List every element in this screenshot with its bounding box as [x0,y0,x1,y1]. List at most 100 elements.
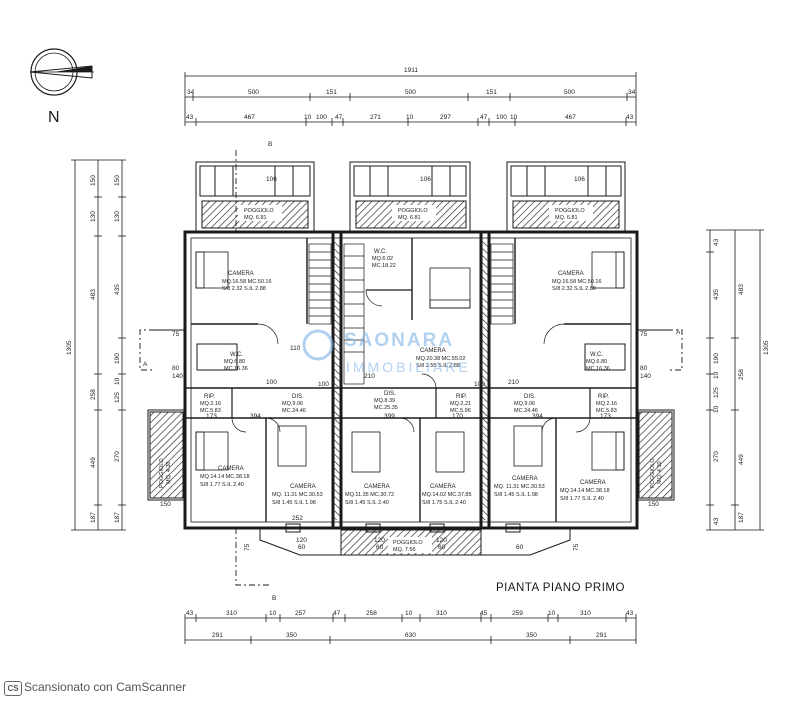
terrace-area: MQ. 6.81 [555,215,578,221]
dim-left-inner: 150 130 483 258 449 187 [90,175,97,523]
dim-label: 34 [187,89,195,96]
dim-label: 190 [713,353,720,364]
dim-left-total: 1305 [66,340,73,355]
terrace-name: POGGIOLO [650,458,656,488]
dim-label: 140 [640,373,651,380]
dim-label: 310 [580,610,591,617]
room-name: W.C. [230,352,243,358]
dim-label: 106 [420,176,431,183]
terrace-name: POGGIOLO [244,208,274,214]
room-area: MQ.2.21 [450,401,471,407]
room-name: CAMERA [420,348,446,354]
room-height: MC.16.36 [224,366,248,372]
dim-label: 151 [326,89,337,96]
dim-label: 100 [316,114,327,121]
dim-label: 210 [508,379,519,386]
dim-label: 500 [248,89,259,96]
dim-label: 75 [244,543,251,551]
building-walls [183,230,639,530]
dim-label: 483 [90,289,97,300]
dim-label: 270 [114,451,121,462]
north-label: N [48,109,60,126]
terrace-name: POGGIOLO [555,208,585,214]
dim-label: 258 [90,389,97,400]
dim-label: 310 [226,610,237,617]
watermark-subtitle: IMMOBILIARE [346,359,471,375]
dim-label: 259 [512,610,523,617]
dim-label: 449 [738,454,745,465]
dim-label: 125 [713,387,720,398]
room-height: S/8 1.45 S.IL 1.98 [494,492,538,498]
dim-label: 291 [212,632,223,639]
room-name: CAMERA [430,484,456,490]
room-area: MQ.20.38 MC.55.02 [416,356,466,362]
room-name: RIP. [598,394,609,400]
section-mark: A [676,329,681,336]
dim-label: 467 [244,114,255,121]
dim-label: 120 [296,537,307,544]
dim-label: 106 [574,176,585,183]
room-height: S/8 1.77 S.IL 2.40 [200,482,244,488]
dim-label: 150 [648,501,659,508]
room-height: S/8 2.32 S.IL 2.88 [222,286,266,292]
bottom-dimension-lines [184,614,637,644]
dim-label: 170 [452,413,463,420]
room-area: MQ.14.14 MC.38.18 [200,474,250,480]
side-terrace-hatch [149,411,184,499]
room-height: S/8 1.45 S.IL 1.98 [272,500,316,506]
room-name: RIP. [456,394,467,400]
dim-label: 60 [376,544,384,551]
dim-label: 10 [114,377,121,385]
dim-label: 100 [318,381,329,388]
dim-label: 43 [713,517,720,525]
dim-label: 252 [292,515,303,522]
dim-bottom-row1: 43 310 10 257 47 258 10 310 45 259 10 31… [186,610,634,617]
terrace-name: POGGIOLO [398,208,428,214]
dim-top-row3: 43 467 10 100 47 271 10 297 47 100 10 46… [186,114,634,121]
dim-label: 45 [480,610,488,617]
terrace-area: MQ. 6.81 [398,215,421,221]
dim-label: 100 [474,381,485,388]
dim-label: 43 [186,114,194,121]
room-name: CAMERA [558,271,584,277]
dim-label: 394 [532,413,543,420]
bed-furniture [195,251,625,473]
dim-label: 47 [333,610,341,617]
dim-label: 43 [626,610,634,617]
dim-label: 10 [304,114,312,121]
section-mark: B [268,141,272,148]
dim-label: 258 [738,369,745,380]
dim-label: 150 [90,175,97,186]
wall-hatch [334,240,340,520]
watermark-title: SAONARA [344,330,454,351]
dim-label: 60 [298,544,306,551]
room-area: MQ. 11.31 MC.30.53 [272,492,323,498]
room-area: MQ.9.06 [282,401,303,407]
terrace-labels-top: POGGIOLO MQ. 6.81 POGGIOLO MQ. 6.81 POGG… [238,205,593,221]
side-terrace-hatch [638,411,673,499]
room-area: MQ.2.16 [596,401,617,407]
room-height: S/8 2.55 S.IL 2.88 [416,363,460,369]
room-name: W.C. [374,249,387,255]
top-dimension-lines [184,72,637,126]
terrace-area: MQ. 4.30 [657,461,663,484]
dim-right-inner: 483 258 449 187 [738,284,745,523]
dim-label: 500 [405,89,416,96]
scanner-caption: Scansionato con CamScanner [24,680,187,694]
dim-label: 10 [269,610,277,617]
room-height: S/8 1.45 S.IL 2.40 [345,500,389,506]
terrace-area: MQ. 7.56 [393,547,416,553]
room-name: CAMERA [580,480,606,486]
dim-label: 190 [114,353,121,364]
room-height: MC.24.46 [282,408,306,414]
plan-title: PIANTA PIANO PRIMO [496,582,625,594]
dim-label: 350 [526,632,537,639]
dim-label: 75 [640,331,648,338]
dim-label: 187 [114,512,121,523]
dim-label: 291 [596,632,607,639]
room-height: S/8 1.75 S.IL 2.40 [422,500,466,506]
room-area: MQ.8.39 [374,398,395,404]
room-area: MQ.16.58 MC.50.16 [552,279,602,285]
room-name: CAMERA [228,271,254,277]
room-area: MQ.6.80 [224,359,245,365]
